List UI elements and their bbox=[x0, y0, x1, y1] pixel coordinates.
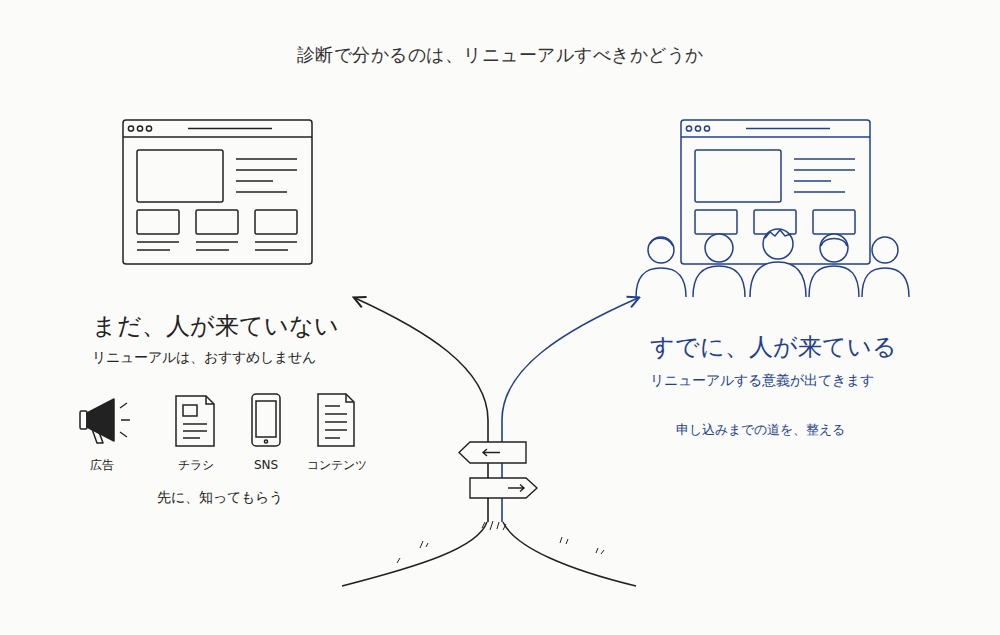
text-line bbox=[794, 158, 855, 160]
phone-body bbox=[252, 394, 280, 446]
branch-heading: まだ、人が来ていない bbox=[92, 312, 339, 341]
doc-line bbox=[183, 423, 207, 425]
text-line bbox=[137, 241, 179, 243]
doc-fold bbox=[206, 396, 214, 404]
card-box bbox=[196, 210, 238, 234]
hero-box bbox=[695, 150, 781, 202]
window-bar bbox=[123, 136, 312, 138]
text-line bbox=[236, 180, 273, 182]
doc-fold bbox=[346, 394, 354, 402]
card-box bbox=[137, 210, 179, 234]
person-body bbox=[750, 262, 806, 297]
person-head bbox=[763, 229, 793, 259]
megaphone-part bbox=[92, 429, 103, 443]
megaphone-icon bbox=[80, 399, 130, 443]
flyer-icon bbox=[176, 396, 214, 446]
sign-arrow bbox=[483, 449, 500, 456]
hero-box bbox=[137, 150, 223, 202]
window-dot bbox=[704, 126, 709, 131]
sign-arrow bbox=[508, 485, 524, 492]
window-dot bbox=[686, 126, 691, 131]
diagram-title: 診断で分かるのは、リニューアルすべきかどうか bbox=[0, 44, 1000, 66]
person-body bbox=[862, 268, 909, 297]
hill-line bbox=[342, 522, 487, 586]
text-line bbox=[255, 249, 288, 251]
address-line bbox=[188, 128, 272, 130]
branch-action: 申し込みまでの道を、整える bbox=[676, 422, 845, 438]
phone-screen bbox=[256, 401, 276, 437]
doc-line bbox=[325, 429, 347, 431]
window-dot bbox=[137, 126, 142, 131]
address-line bbox=[746, 128, 830, 130]
branch-note: リニューアルは、おすすめしません bbox=[92, 349, 316, 366]
browser-window bbox=[681, 120, 870, 264]
window-dot bbox=[695, 126, 700, 131]
doc-line bbox=[183, 430, 207, 432]
path-arrow bbox=[502, 298, 638, 522]
window-dot bbox=[146, 126, 151, 131]
grass bbox=[560, 537, 568, 544]
person-hair bbox=[821, 239, 847, 247]
card-box bbox=[813, 210, 855, 234]
text-line bbox=[236, 169, 297, 171]
doc-outline bbox=[318, 394, 354, 446]
person-head bbox=[820, 234, 848, 262]
grass bbox=[596, 548, 604, 554]
person-body bbox=[809, 266, 859, 297]
doc-line bbox=[325, 421, 347, 423]
doc-line bbox=[325, 437, 340, 439]
window-dot bbox=[128, 126, 133, 131]
text-line bbox=[196, 249, 229, 251]
path-arrow bbox=[355, 298, 488, 522]
person-head bbox=[872, 237, 898, 263]
person-head bbox=[648, 237, 674, 263]
grass bbox=[420, 541, 428, 548]
text-line bbox=[794, 191, 845, 193]
text-line bbox=[236, 191, 287, 193]
megaphone-part bbox=[80, 411, 87, 429]
sign-board bbox=[470, 478, 537, 498]
person-head bbox=[705, 234, 733, 262]
ground bbox=[342, 521, 636, 586]
text-line bbox=[794, 169, 855, 171]
doc-image bbox=[183, 405, 197, 416]
sign-board bbox=[459, 442, 526, 463]
person-hair bbox=[765, 230, 791, 238]
window-bar bbox=[681, 136, 870, 138]
hill-line bbox=[503, 522, 636, 586]
text-line bbox=[255, 241, 297, 243]
phone-icon bbox=[252, 394, 280, 446]
text-line bbox=[236, 158, 297, 160]
card-box bbox=[695, 210, 737, 234]
window-frame bbox=[123, 120, 312, 264]
people-group bbox=[636, 229, 909, 297]
card-box bbox=[255, 210, 297, 234]
doc-outline bbox=[176, 396, 214, 446]
signpost bbox=[459, 442, 537, 498]
branch-heading: すでに、人が来ている bbox=[650, 333, 897, 362]
person-body bbox=[693, 266, 745, 297]
branch-note: リニューアルする意義が出てきます bbox=[650, 372, 874, 389]
browser-window bbox=[123, 120, 312, 264]
icon-label: 広告 bbox=[2, 458, 202, 472]
phone-button bbox=[264, 440, 267, 443]
doc-line bbox=[325, 413, 347, 415]
doc-line bbox=[325, 405, 340, 407]
window-frame bbox=[681, 120, 870, 264]
grass bbox=[482, 521, 506, 530]
branch-action: 先に、知ってもらう bbox=[120, 489, 320, 506]
person-hair bbox=[650, 238, 673, 246]
doc-line bbox=[183, 437, 200, 439]
icon-label: コンテンツ bbox=[237, 458, 437, 472]
person-body bbox=[636, 268, 686, 297]
text-line bbox=[794, 180, 831, 182]
grass bbox=[397, 558, 400, 563]
text-line bbox=[196, 241, 238, 243]
content-icon bbox=[318, 394, 354, 446]
text-line bbox=[137, 249, 170, 251]
sound-lines bbox=[120, 403, 130, 437]
